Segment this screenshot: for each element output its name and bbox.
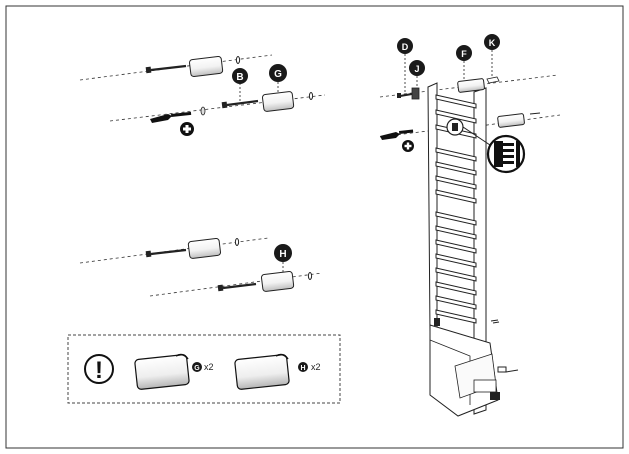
label-g-text: G [274, 69, 282, 80]
note-item1-label: G [194, 365, 200, 372]
wall-plug [187, 237, 222, 259]
axis-line [479, 114, 561, 127]
cap-k [486, 76, 500, 84]
alert-symbol: ! [95, 357, 103, 384]
label-j-text: J [414, 64, 419, 74]
screwdriver-icon [380, 129, 414, 140]
wall-plug [188, 55, 224, 78]
detail-callout [462, 126, 526, 174]
washer [308, 92, 314, 100]
heater-unit [429, 318, 500, 417]
note-item-plug-g: G x2 [134, 353, 214, 390]
wall-plug [260, 270, 295, 292]
washer [235, 56, 241, 64]
plus-circle-icon [180, 122, 194, 136]
screwdriver-icon [150, 111, 192, 123]
plus-circle-icon [402, 140, 414, 152]
label-badge-d: D [397, 38, 413, 92]
label-d-text: D [402, 42, 409, 52]
screw [145, 248, 187, 258]
lower-wall-fixing-group: H [79, 237, 323, 297]
washer-small [200, 106, 206, 116]
label-badge-j: J [409, 60, 425, 88]
label-badge-b: B [232, 68, 248, 101]
note-item-plug-h: H x2 [234, 353, 321, 390]
washer [307, 272, 313, 280]
screw [221, 99, 259, 109]
towel-radiator: D J F K [379, 34, 561, 417]
label-k-text: K [489, 38, 496, 48]
label-badge-f: F [456, 45, 472, 80]
note-item2-label: H [300, 365, 305, 372]
washer [234, 238, 240, 246]
axis-line [149, 272, 323, 297]
label-h-text: H [279, 249, 286, 260]
label-b-text: B [236, 72, 243, 83]
exclamation-circle-icon: ! [84, 354, 114, 384]
upper-wall-fixing-group: B G [79, 54, 326, 136]
wall-plug [497, 113, 525, 128]
label-badge-g: G [269, 64, 287, 93]
wall-plug [457, 78, 485, 93]
note-item1-qty: x2 [204, 362, 214, 372]
radiator-bars [435, 94, 477, 324]
screw [145, 64, 187, 74]
note-box: ! G x2 H x2 [67, 334, 341, 404]
label-f-text: F [461, 49, 467, 59]
wall-bracket-j [411, 87, 420, 100]
small-bracket-marks [490, 319, 519, 373]
wall-plug [261, 91, 295, 112]
label-badge-k: K [484, 34, 500, 78]
screw [397, 93, 413, 98]
screw [217, 282, 257, 292]
note-item2-qty: x2 [311, 362, 321, 372]
label-badge-h: H [274, 244, 292, 273]
